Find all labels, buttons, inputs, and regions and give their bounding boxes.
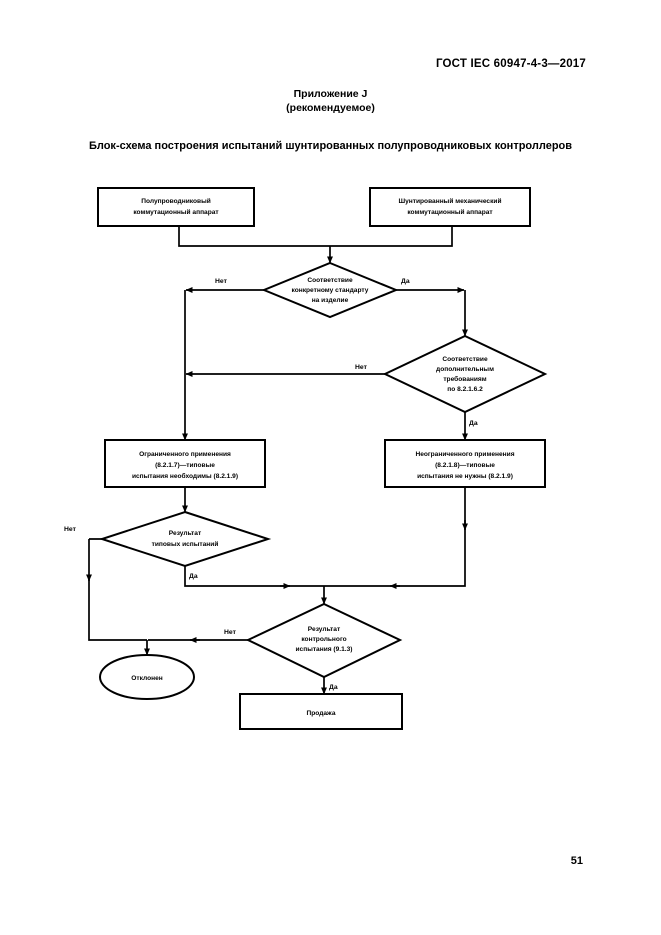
document-header: ГОСТ IEC 60947-4-3—2017 [435,58,586,70]
node-decision-control-result-line3: испытания (9.1.3) [295,646,352,653]
edge-start-right-to-decision [330,226,453,247]
node-decision-additional-line2: дополнительным [436,366,494,373]
edge-label-additional-no: Нет [355,364,368,371]
node-decision-additional: Соответствие дополнительным требованиям … [382,334,548,414]
node-box-unlimited: Неограниченного применения (8.2.1.8)—тип… [384,439,546,488]
edge-label-additional-yes: Да [469,420,478,427]
node-box-limited-line1: Ограниченного применения [139,451,231,458]
node-decision-standard: Соответствие конкретному стандарту на из… [261,261,399,319]
node-decision-additional-line1: Соответствие [442,356,488,363]
edge-label-type-result-no: Нет [64,526,77,533]
edge-label-standard-yes: Да [401,278,410,285]
node-start-right-line1: Шунтированный механический [398,197,501,205]
edge-label-type-result-yes: Да [189,573,198,580]
node-decision-additional-line3: требованиям [443,375,486,383]
node-box-unlimited-line1: Неограниченного применения [415,451,514,458]
edge-label-standard-no: Нет [215,278,228,285]
annex-title: Приложение J [293,88,368,100]
node-decision-type-result-line1: Результат [169,530,202,537]
node-start-left-line1: Полупроводниковый [141,197,211,205]
node-decision-control-result-line1: Результат [308,626,341,633]
node-box-sale-label: Продажа [307,710,336,717]
node-decision-type-result-line2: типовых испытаний [152,540,219,548]
node-box-limited-line2: (8.2.1.7)—типовые [155,462,215,469]
node-decision-standard-line3: на изделие [312,297,349,304]
edge-type-yes-horizontal [184,566,324,587]
connector-layer [86,226,468,695]
node-box-unlimited-line2: (8.2.1.8)—типовые [435,462,495,469]
node-terminal-rejected-label: Отклонен [131,675,163,682]
node-box-sale: Продажа [239,693,403,730]
page-number: 51 [570,855,583,867]
node-box-limited: Ограниченного применения (8.2.1.7)—типов… [104,439,266,488]
edge-label-control-result-yes: Да [329,684,338,691]
edge-type-no-vertical-b [88,579,147,641]
node-terminal-rejected: Отклонен [99,654,195,700]
node-decision-type-result: Результат типовых испытаний [98,510,272,568]
node-decision-standard-line2: конкретному стандарту [292,287,369,294]
node-box-limited-line3: испытания необходимы (8.2.1.9) [132,472,238,480]
figure-title: Блок-схема построения испытаний шунтиров… [88,140,573,152]
node-start-left-line2: коммутационный аппарат [133,208,219,216]
annex-subtitle: (рекомендуемое) [286,102,375,114]
node-decision-additional-line4: по 8.2.1.6.2 [447,386,483,393]
node-box-unlimited-line3: испытания не нужны (8.2.1.9) [417,473,513,480]
node-start-right-line2: коммутационный аппарат [407,208,493,216]
edge-unlimited-to-junction [324,487,466,587]
edge-start-left-to-decision [178,226,330,247]
node-start-right: Шунтированный механический коммутационны… [369,187,531,227]
node-decision-control-result: Результат контрольного испытания (9.1.3) [245,602,403,679]
edge-label-control-result-no: Нет [224,629,237,636]
node-decision-control-result-line2: контрольного [301,636,346,643]
node-decision-standard-line1: Соответствие [307,277,353,284]
node-start-left: Полупроводниковый коммутационный аппарат [97,187,255,227]
